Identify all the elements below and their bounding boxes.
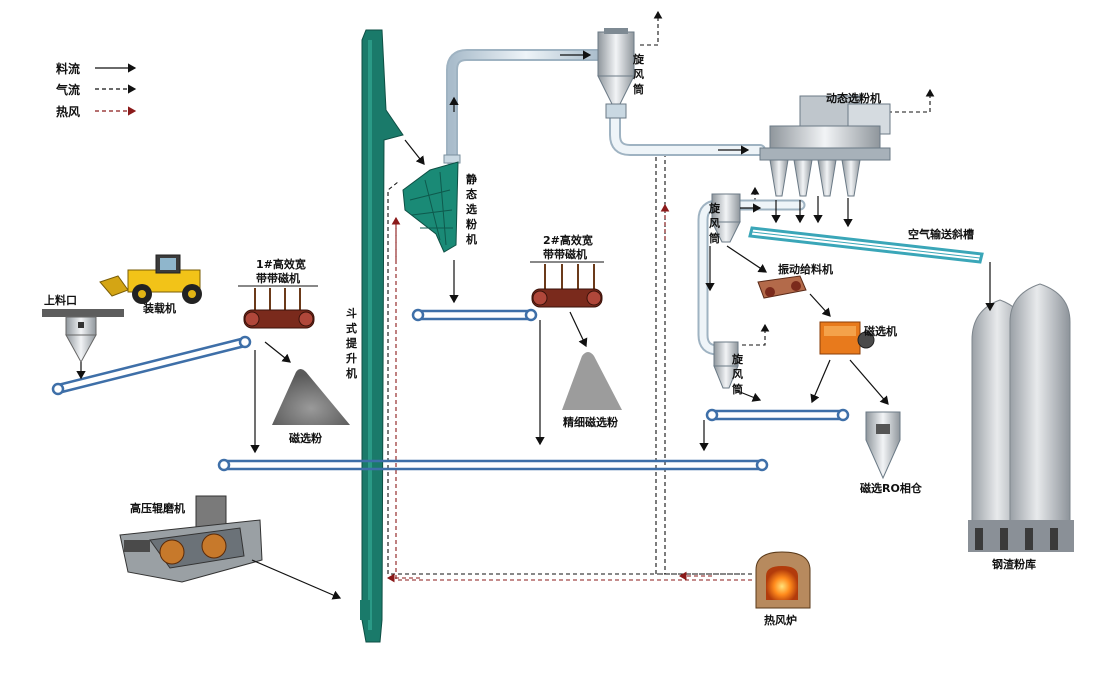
magnetic-powder-label: 磁选粉 — [289, 432, 322, 445]
bucket-elevator — [360, 29, 404, 643]
conveyor-lower-right — [705, 408, 850, 422]
legend-material-flow-label: 料流 — [56, 62, 81, 76]
cyclone-mid-label: 旋风筒 — [709, 202, 720, 245]
magnetic-separator-2-label-line1: 2#高效宽 — [543, 234, 593, 247]
vibrating-feeder — [757, 275, 807, 299]
magnetic-separator-2-label-line2: 带带磁机 — [543, 248, 587, 261]
conveyor-main — [217, 458, 769, 472]
ro-silo — [865, 411, 901, 480]
vibrating-feeder-label: 振动给料机 — [778, 263, 833, 276]
cyclone-top-label: 旋风筒 — [633, 53, 644, 96]
feed-port-label: 上料口 — [44, 294, 77, 307]
fine-magnetic-powder-pile — [562, 352, 622, 410]
air-pipes — [446, 49, 806, 356]
magnetic-powder-pile — [272, 369, 350, 425]
cyclone-mid — [711, 193, 741, 243]
magnetic-separator-2 — [530, 261, 604, 308]
wheel-loader — [99, 254, 202, 304]
cyclone-low-label: 旋风筒 — [732, 353, 743, 396]
roller-press-label: 高压辊磨机 — [130, 502, 185, 515]
cyclone-top — [597, 28, 635, 119]
legend-hot-air-label: 热风 — [56, 105, 81, 119]
conveyor-static — [411, 308, 538, 322]
hot-air-furnace — [755, 551, 811, 609]
feed-hopper — [42, 309, 124, 364]
magnetic-separator-1 — [238, 285, 318, 329]
magnetic-separator-1-label-line1: 1#高效宽 — [256, 258, 306, 271]
static-classifier — [402, 154, 461, 253]
hot-air-furnace-label: 热风炉 — [764, 614, 797, 627]
legend-air-flow-label: 气流 — [56, 83, 81, 97]
magnetic-separator-1-label-line2: 带带磁机 — [256, 272, 300, 285]
steel-slag-silos — [968, 283, 1074, 552]
fine-magnetic-powder-label: 精细磁选粉 — [563, 416, 618, 429]
air-slide-label: 空气输送斜槽 — [908, 228, 974, 241]
orange-magnetic-separator — [819, 321, 875, 355]
dynamic-classifier-label: 动态选粉机 — [826, 92, 881, 105]
steel-slag-silo-label: 钢渣粉库 — [992, 558, 1036, 571]
air-slide — [748, 226, 984, 264]
conveyor-feed — [51, 335, 252, 396]
static-classifier-label: 静态选粉机 — [466, 173, 477, 246]
loader-label: 装载机 — [143, 302, 176, 315]
roller-press — [119, 495, 263, 583]
hot-air-lines — [386, 10, 935, 583]
dynamic-classifier — [759, 95, 891, 197]
cyclone-low — [713, 341, 739, 389]
magnetic-separator-label: 磁选机 — [864, 325, 897, 338]
ro-silo-label: 磁选RO相仓 — [860, 482, 922, 495]
legend — [95, 63, 137, 116]
material-flow-arrows — [76, 50, 995, 600]
bucket-elevator-label: 斗式提升机 — [346, 307, 357, 380]
conveyors — [51, 308, 850, 472]
